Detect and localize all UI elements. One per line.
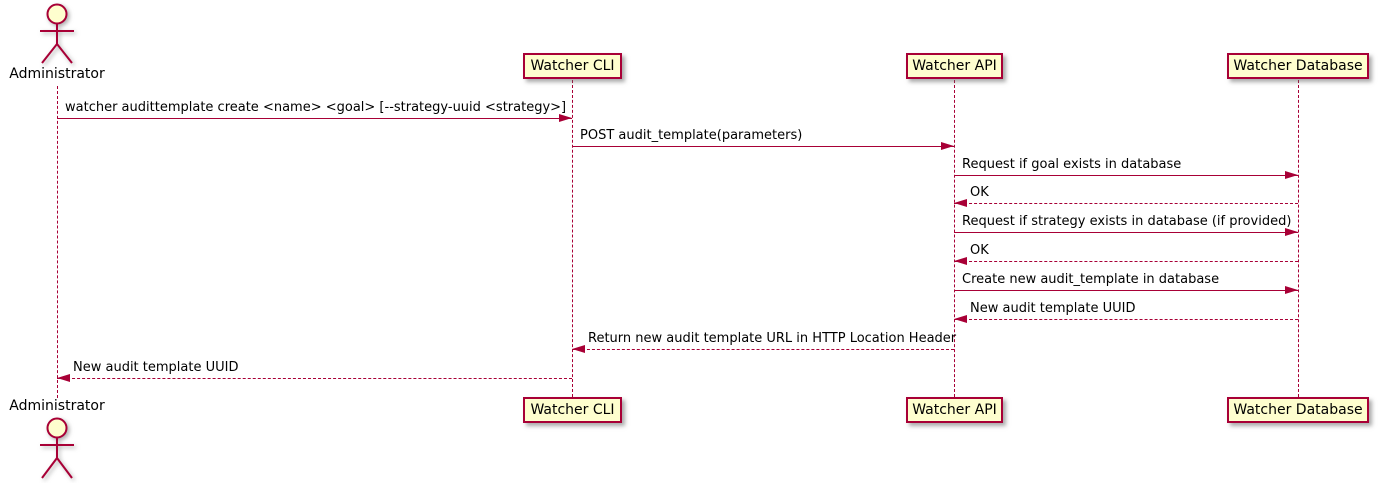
actor-icon — [33, 414, 81, 483]
arrowhead-right-icon — [559, 114, 572, 122]
lifeline-watcher-cli — [572, 80, 573, 397]
actor-label-top: Administrator — [9, 66, 105, 82]
arrowhead-right-icon — [1285, 286, 1298, 294]
lifeline-administrator — [57, 86, 58, 398]
message-label: New audit template UUID — [73, 360, 239, 375]
message-label: OK — [970, 243, 989, 258]
arrowhead-left-icon — [572, 345, 585, 353]
message-arrow — [954, 315, 1298, 323]
message-ok-goal: OK — [954, 180, 1298, 207]
arrowhead-left-icon — [954, 199, 967, 207]
arrowhead-right-icon — [1285, 171, 1298, 179]
participant-watcher-api-top: Watcher API — [906, 53, 1003, 79]
actor-label-bottom: Administrator — [9, 398, 105, 414]
participant-label: Watcher API — [912, 58, 997, 74]
participant-label: Watcher CLI — [530, 402, 615, 418]
participant-label: Watcher CLI — [530, 58, 615, 74]
message-arrow — [572, 345, 954, 353]
message-arrow — [954, 228, 1298, 236]
message-label: Request if goal exists in database — [962, 157, 1182, 172]
message-arrow — [572, 142, 954, 150]
message-create-audittemplate: watcher audittemplate create <name> <goa… — [57, 95, 572, 122]
message-new-uuid-from-db: New audit template UUID — [954, 296, 1298, 323]
message-label: OK — [970, 185, 989, 200]
message-new-uuid-to-admin: New audit template UUID — [57, 355, 572, 382]
message-create-in-database: Create new audit_template in database — [954, 267, 1298, 294]
message-label: Create new audit_template in database — [962, 272, 1220, 287]
message-request-goal-exists: Request if goal exists in database — [954, 152, 1298, 179]
participant-label: Watcher API — [912, 402, 997, 418]
message-arrow — [57, 374, 572, 382]
participant-watcher-cli-top: Watcher CLI — [523, 53, 622, 79]
arrowhead-left-icon — [954, 315, 967, 323]
participant-label: Watcher Database — [1233, 402, 1363, 418]
message-arrow — [954, 257, 1298, 265]
message-arrow — [57, 114, 572, 122]
message-label: POST audit_template(parameters) — [580, 128, 803, 143]
lifeline-watcher-database — [1298, 80, 1299, 397]
participant-watcher-api-bottom: Watcher API — [906, 397, 1003, 423]
participant-watcher-database-bottom: Watcher Database — [1227, 397, 1369, 423]
message-request-strategy-exists: Request if strategy exists in database (… — [954, 209, 1298, 236]
message-label: Return new audit template URL in HTTP Lo… — [588, 331, 957, 346]
message-label: Request if strategy exists in database (… — [962, 214, 1292, 229]
message-arrow — [954, 286, 1298, 294]
message-label: New audit template UUID — [970, 301, 1136, 316]
message-ok-strategy: OK — [954, 238, 1298, 265]
participant-watcher-cli-bottom: Watcher CLI — [523, 397, 622, 423]
message-label: watcher audittemplate create <name> <goa… — [65, 100, 567, 115]
message-return-url-location-header: Return new audit template URL in HTTP Lo… — [572, 326, 957, 353]
arrowhead-right-icon — [941, 142, 954, 150]
actor-icon — [33, 3, 81, 69]
arrowhead-left-icon — [57, 374, 70, 382]
arrowhead-right-icon — [1285, 228, 1298, 236]
lifeline-watcher-api — [954, 80, 955, 397]
arrowhead-left-icon — [954, 257, 967, 265]
message-post-audit-template: POST audit_template(parameters) — [572, 123, 954, 150]
message-arrow — [954, 171, 1298, 179]
participant-watcher-database-top: Watcher Database — [1227, 53, 1369, 79]
message-arrow — [954, 199, 1298, 207]
participant-label: Watcher Database — [1233, 58, 1363, 74]
